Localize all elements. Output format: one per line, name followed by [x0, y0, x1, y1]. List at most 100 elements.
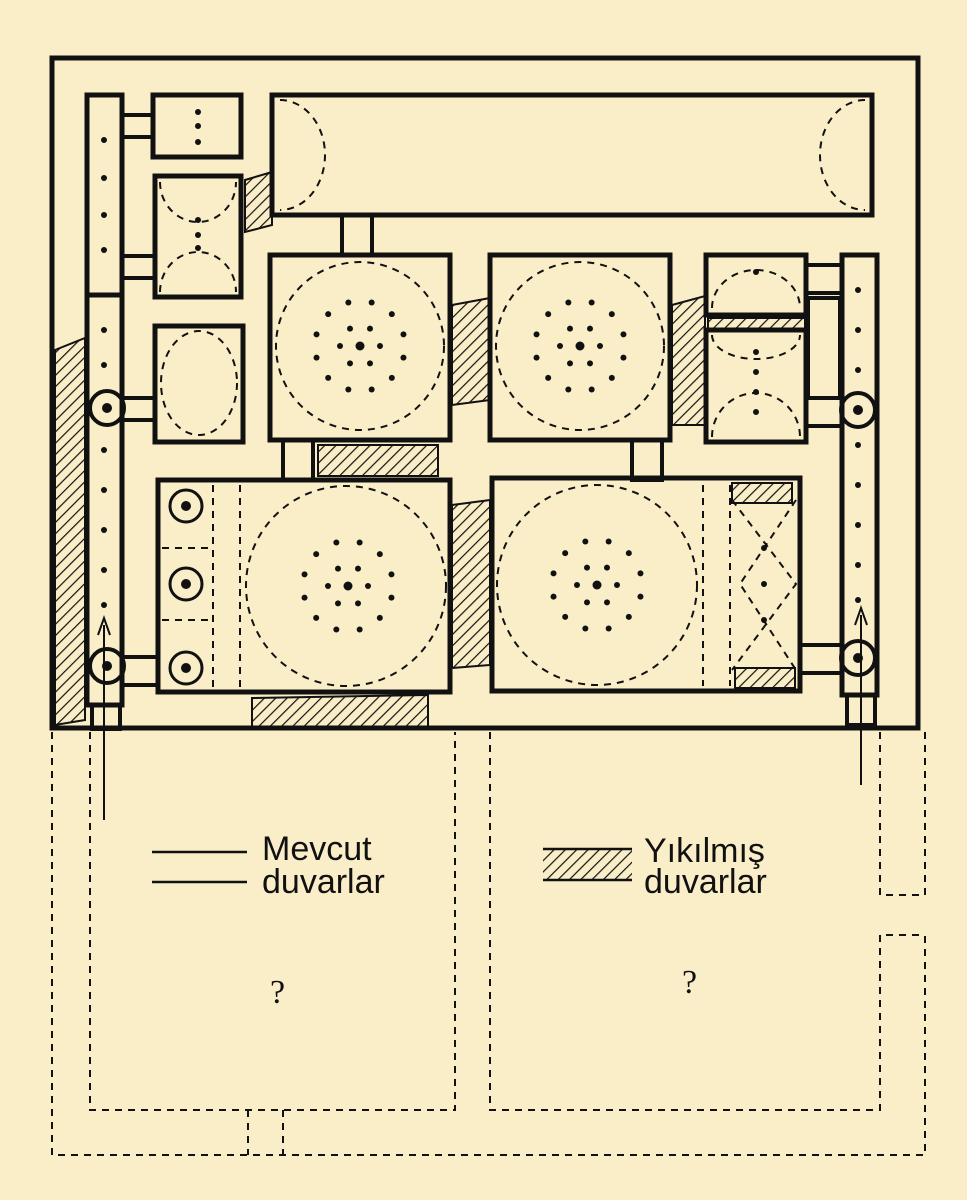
vents-lower-right-outer	[562, 613, 569, 620]
ruined-walls	[54, 170, 806, 729]
vent-left-channel-upper	[101, 247, 107, 253]
vents-lower-left-inner	[355, 565, 361, 572]
outer-enclosure	[49, 55, 921, 731]
vent-small-top-left	[195, 139, 201, 145]
vent-lower-right-side	[761, 581, 767, 587]
conjectural-walls	[51, 732, 926, 1156]
basin-lower-left-3	[168, 650, 204, 686]
vent-left-channel-lower	[101, 567, 107, 573]
vents-lower-left-outer	[313, 551, 320, 558]
vents-lower-right-inner	[604, 599, 610, 606]
vents-center-left-upper-inner	[347, 360, 353, 367]
dome-left-2-bottom	[159, 251, 237, 293]
vents-lower-left-inner	[355, 600, 361, 607]
vents-center-left-upper-center	[355, 341, 365, 351]
connector-left-3	[120, 396, 157, 422]
connector-lower-left	[120, 655, 160, 687]
vents-center-right-upper-outer	[545, 311, 552, 318]
vents-lower-right-center	[592, 580, 602, 590]
vents-center-left-upper-inner	[377, 343, 383, 349]
dome-center-right-upper	[495, 261, 665, 431]
vents-lower-left-inner	[335, 600, 341, 607]
vents-lower-right-outer	[582, 538, 589, 545]
vents-center-right-upper-inner	[587, 325, 593, 332]
vents-center-right-upper-outer	[565, 299, 572, 306]
vent-right-channel	[855, 442, 861, 448]
vents-center-left-upper-outer	[400, 331, 407, 338]
vents-lower-left-inner	[325, 583, 331, 589]
vents-lower-left-outer	[388, 571, 395, 578]
vents-center-right-upper-outer	[533, 331, 540, 338]
vents-lower-left-center	[343, 581, 353, 591]
connector-lower-right	[798, 643, 844, 675]
vents-center-left-upper-outer	[325, 311, 332, 318]
basin-lower-left-1-core	[181, 501, 191, 511]
legend-existing-label-1: Mevcut	[262, 830, 372, 868]
room-center-right-upper	[487, 252, 673, 443]
ruin-bottom-wall	[251, 693, 429, 729]
legend-existing-label-2: duvarlar	[262, 863, 385, 901]
vents-center-right-upper-outer	[608, 374, 615, 381]
conjectural-left-room	[89, 732, 456, 1111]
vent-left-channel-upper	[101, 175, 107, 181]
vents-center-right-upper-outer	[620, 331, 627, 338]
vent-left-2	[195, 217, 201, 223]
vent-right-channel	[855, 367, 861, 373]
left-channel-upper	[84, 92, 125, 298]
vents-lower-left-outer	[301, 594, 308, 601]
vent-right-2	[753, 349, 759, 355]
vents-lower-left-outer	[388, 594, 395, 601]
vent-left-channel-lower	[101, 602, 107, 608]
room-small-top-right	[703, 252, 809, 318]
left-channel-foot	[90, 703, 122, 731]
vents-center-left-upper-inner	[347, 325, 353, 332]
ruin-center-top	[451, 296, 491, 407]
vents-lower-left-outer	[356, 626, 363, 633]
vents-lower-left-outer	[333, 626, 340, 633]
cistern-right-lower	[839, 639, 877, 677]
vents-center-left-upper-outer	[388, 311, 395, 318]
vents-center-right-upper-outer	[608, 311, 615, 318]
room-left-2	[152, 173, 244, 300]
hall-connector	[340, 213, 374, 257]
vent-right-channel	[855, 287, 861, 293]
vent-right-channel	[855, 482, 861, 488]
vent-lower-right-side	[761, 617, 767, 623]
cistern-left-upper-core	[102, 403, 112, 413]
vent-left-channel-upper	[101, 212, 107, 218]
vents-lower-right-inner	[574, 582, 580, 588]
vents-center-left-upper-inner	[337, 343, 343, 349]
basin-lower-left-2	[168, 566, 204, 602]
vent-left-channel-lower	[101, 327, 107, 333]
vent-right-2	[753, 389, 759, 395]
basin-lower-left-2-core	[181, 579, 191, 589]
vent-small-top-left	[195, 109, 201, 115]
cistern-left-lower	[88, 647, 126, 685]
drain-lines	[97, 604, 868, 820]
vents-lower-left-inner	[365, 583, 371, 589]
vents-lower-left-outer	[356, 539, 363, 546]
partition-lower-right-v	[731, 499, 798, 671]
ruin-right-joint	[671, 294, 706, 426]
existing-walls	[49, 55, 921, 731]
vents-lower-left-outer	[313, 614, 320, 621]
vents-center-left-upper-outer	[368, 299, 375, 306]
vents-center-left-upper-outer	[313, 331, 320, 338]
dome-small-top-right	[711, 269, 801, 309]
vents-center-right-upper-outer	[545, 374, 552, 381]
dome-center-left-upper	[275, 261, 445, 431]
dome-lower-right	[496, 484, 698, 686]
vent-left-channel-lower	[101, 447, 107, 453]
ruin-corridor-lintel	[317, 444, 439, 477]
hall-vault-left	[279, 99, 326, 211]
room-right-2	[703, 327, 809, 445]
vents-lower-left-outer	[376, 551, 383, 558]
top-hall	[269, 92, 875, 218]
vent-right-channel	[855, 327, 861, 333]
connector-top-left	[120, 113, 155, 139]
vents-center-left-upper-outer	[325, 374, 332, 381]
vent-right-channel	[855, 522, 861, 528]
vents-lower-left-outer	[376, 614, 383, 621]
vents-center-right-upper-outer	[565, 386, 572, 393]
vent-left-channel-lower	[101, 527, 107, 533]
